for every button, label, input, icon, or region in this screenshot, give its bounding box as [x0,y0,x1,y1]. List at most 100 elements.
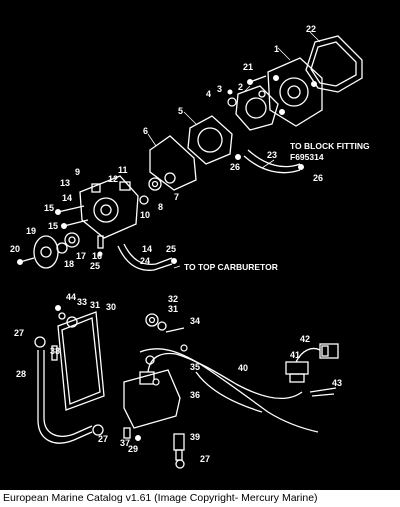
callout-18: 18 [64,259,74,269]
callout-27c: 27 [200,454,210,464]
electric-module [123,352,181,429]
connector-near-35 [180,344,188,352]
hose-clamp-25 [171,258,177,264]
screw-29 [135,435,141,441]
callout-33: 33 [77,297,87,307]
callout-24: 24 [140,256,150,266]
lead-41-42 [295,347,321,363]
callout-34: 34 [190,316,200,326]
spacer-17 [64,232,80,248]
callout-14a: 14 [62,193,72,203]
exploded-parts-diagram: 22 1 21 2 3 4 5 6 26 23 26 9 11 12 13 14… [10,24,370,469]
callout-37: 37 [120,438,130,448]
diaphragm-gasket [187,115,233,165]
bushing-32-inner [148,316,156,324]
callout-21: 21 [243,62,253,72]
tie-43b [311,393,335,397]
callout-26b: 26 [313,173,323,183]
base-gasket [149,135,197,191]
bushing-44 [55,305,61,311]
callout-25b: 25 [166,244,176,254]
callout-39: 39 [190,432,200,442]
image-caption: European Marine Catalog v1.61 (Image Cop… [0,490,400,507]
callout-41: 41 [290,350,300,360]
callout-3: 3 [217,84,222,94]
spacer-17-inner [68,236,76,244]
callout-11: 11 [118,165,128,175]
callout-15b: 15 [48,221,58,231]
callout-10: 10 [140,210,150,220]
callout-43: 43 [332,378,342,388]
callout-5: 5 [178,106,183,116]
callout-26a: 26 [230,162,240,172]
harness-branch [195,371,263,413]
callout-22: 22 [306,24,316,34]
callout-44: 44 [66,292,76,302]
callout-28: 28 [16,369,26,379]
hose-clamp-26 [298,164,304,170]
callout-27a: 27 [14,328,24,338]
clamp-27-bottom [92,424,104,436]
washer-2 [258,90,266,98]
callout-42: 42 [300,334,310,344]
clamp-27-top [34,336,46,348]
callout-25a: 25 [90,261,100,271]
fitting-37 [123,427,131,439]
hose-24-outline [123,243,173,266]
callout-16: 16 [92,251,102,261]
callout-31a: 31 [90,300,100,310]
ring-8-inner [151,180,159,188]
callout-2: 2 [238,82,243,92]
bushing-33 [58,312,66,320]
hose-23 [243,155,301,174]
diaphragm-plate [227,85,279,131]
callout-19: 19 [26,226,36,236]
callout-30: 30 [106,302,116,312]
callout-35: 35 [190,362,200,372]
callout-9: 9 [75,167,80,177]
callout-29: 29 [128,444,138,454]
callout-32: 32 [168,294,178,304]
end-cap [17,235,59,269]
bushing-32 [145,313,159,327]
screws-15 [55,205,89,229]
pump-body [267,57,323,127]
callout-20: 20 [10,244,20,254]
callout-40: 40 [238,363,248,373]
bolt-34 [165,327,185,333]
washer-32b [157,321,167,331]
note-block-fitting: TO BLOCK FITTING [290,141,370,151]
hose-28-outline [43,350,93,437]
ring-8 [148,177,162,191]
callout-17: 17 [76,251,86,261]
leader-lines [147,31,321,269]
pump-cover-gasket-inner [310,41,357,87]
mounting-bracket [57,311,105,411]
callout-15a: 15 [44,203,54,213]
callout-8: 8 [158,202,163,212]
callout-1: 1 [274,44,279,54]
connector-41 [285,361,309,383]
fitting-16 [97,235,104,257]
ring-10 [139,195,149,205]
outlet-fitting-39 [173,433,185,469]
callout-36: 36 [190,390,200,400]
note-part-number: F695314 [290,152,324,162]
callout-7: 7 [174,192,179,202]
callout-23: 23 [267,150,277,160]
fitting-38 [51,345,58,361]
callout-4: 4 [206,89,211,99]
clip-26-left [235,154,241,160]
ring-7 [164,172,176,184]
note-top-carburetor: TO TOP CARBURETOR [184,262,278,272]
callout-38: 38 [50,346,60,356]
pump-cover-gasket [305,35,363,93]
callout-13: 13 [60,178,70,188]
wiring-harness-40b [139,348,319,433]
hose-24 [117,245,173,271]
callout-27b: 27 [98,434,108,444]
connector-42 [319,343,339,359]
callout-6: 6 [143,126,148,136]
callout-31b: 31 [168,304,178,314]
hose-28 [37,350,93,444]
